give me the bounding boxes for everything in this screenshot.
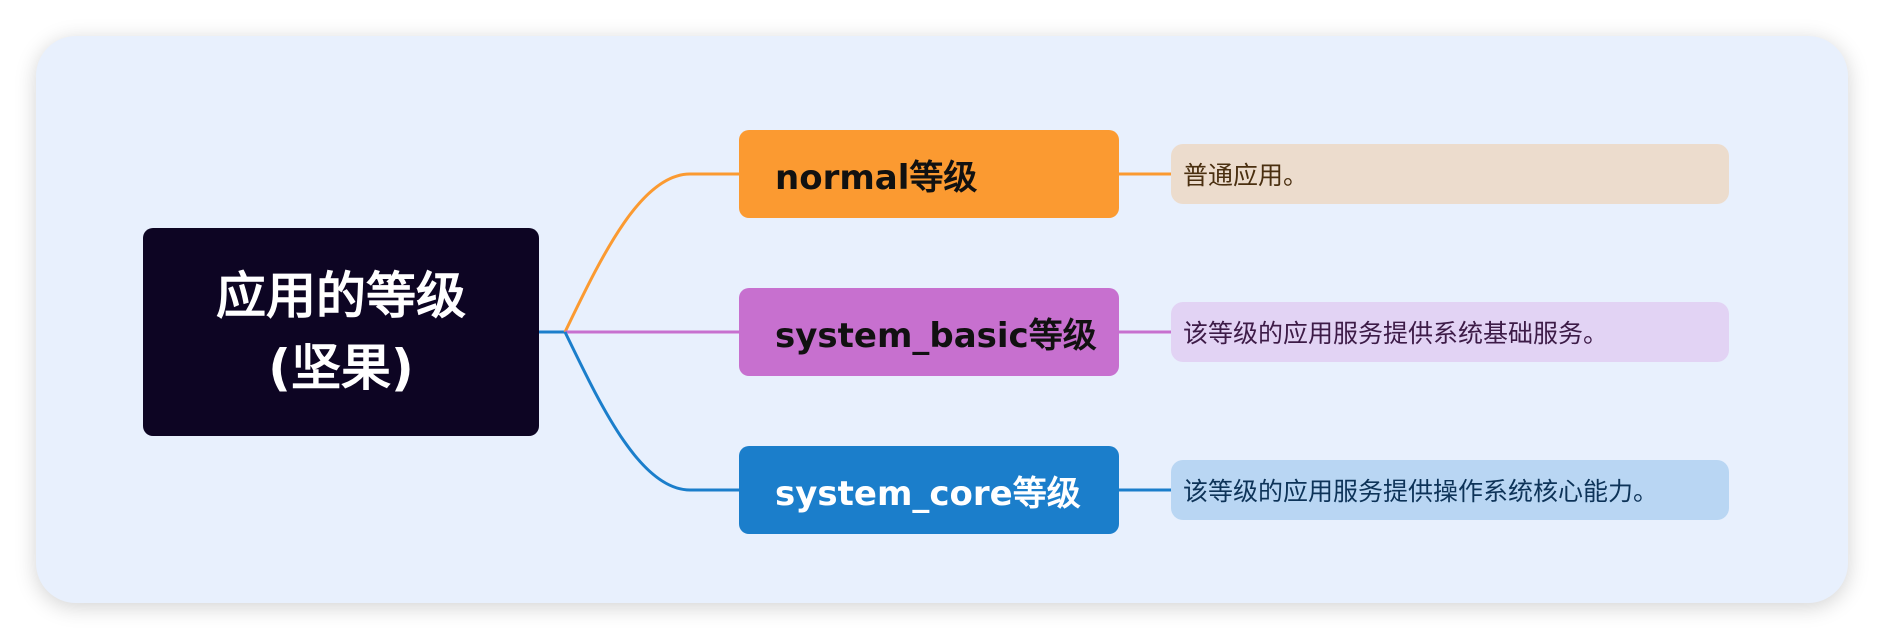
branch-node-system-basic[interactable]: system_basic等级: [739, 288, 1119, 376]
root-node[interactable]: 应用的等级 (坚果): [143, 228, 539, 436]
leaf-node-system-basic[interactable]: 该等级的应用服务提供系统基础服务。: [1171, 302, 1729, 362]
branch-label: normal等级: [775, 157, 978, 198]
leaf-description: 该等级的应用服务提供系统基础服务。: [1183, 319, 1609, 348]
connector-system-core: [563, 331, 739, 492]
root-subtitle: (坚果): [268, 339, 414, 397]
root-title: 应用的等级: [216, 267, 466, 325]
branch-label: system_core等级: [775, 473, 1081, 514]
branch-node-system-core[interactable]: system_core等级: [739, 446, 1119, 534]
branch-label: system_basic等级: [775, 315, 1097, 356]
leaf-node-system-core[interactable]: 该等级的应用服务提供操作系统核心能力。: [1171, 460, 1729, 520]
connector-normal: [563, 172, 739, 333]
branch-node-normal[interactable]: normal等级: [739, 130, 1119, 218]
leaf-description: 该等级的应用服务提供操作系统核心能力。: [1183, 477, 1659, 506]
leaf-description: 普通应用。: [1183, 161, 1309, 190]
leaf-node-normal[interactable]: 普通应用。: [1171, 144, 1729, 204]
